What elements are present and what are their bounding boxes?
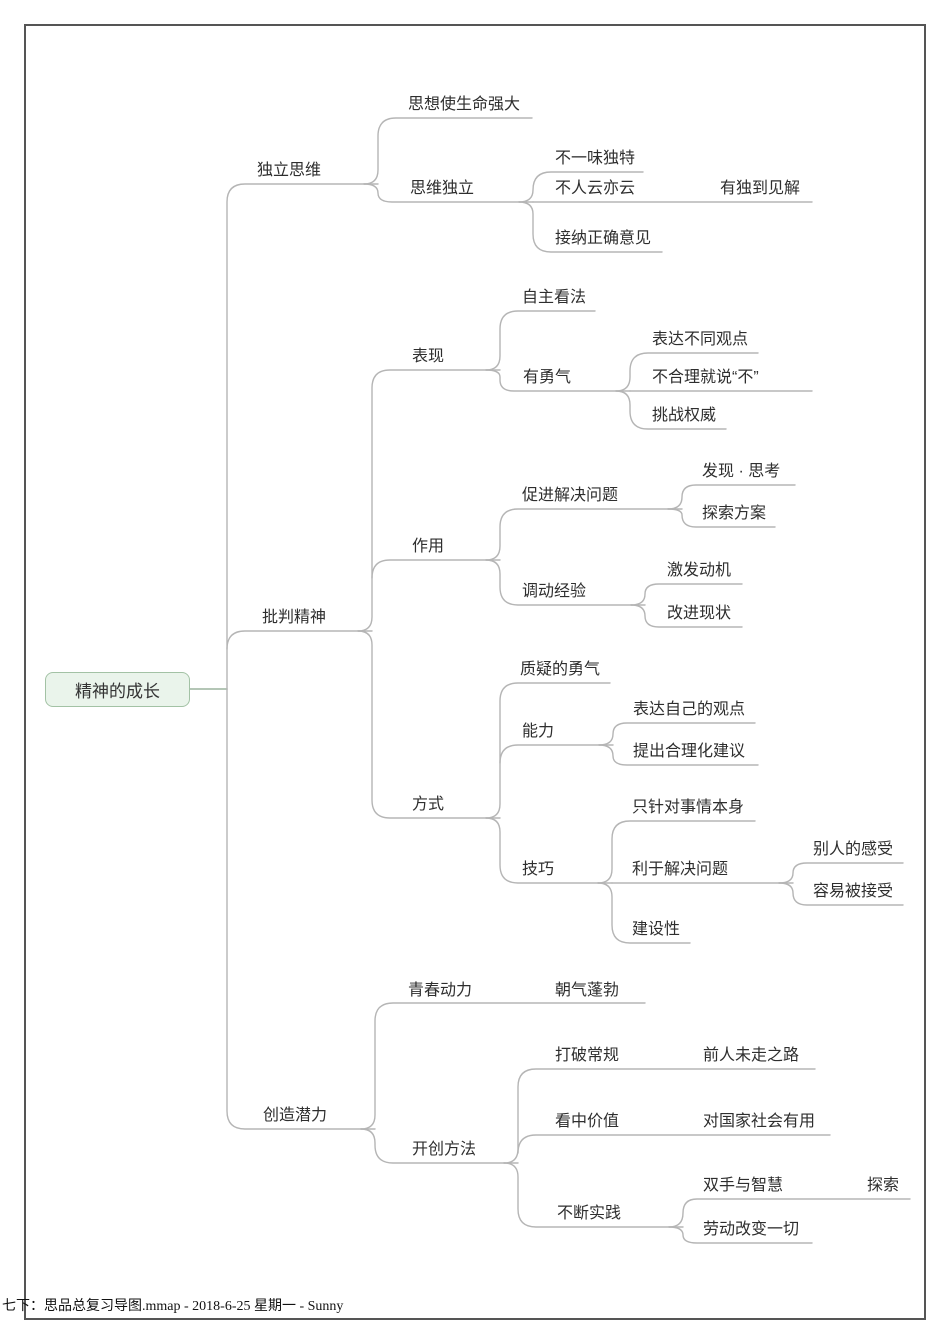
topic-youth-motivation[interactable]: 青春动力 (408, 982, 473, 999)
topic-say-no-to-unreasonable[interactable]: 不合理就说“不” (652, 369, 759, 386)
topic-vigorous[interactable]: 朝气蓬勃 (555, 982, 620, 999)
topic-accept-correct-opinions[interactable]: 接纳正确意见 (555, 230, 652, 247)
root-topic-spiritual-growth[interactable]: 精神的成长 (45, 672, 190, 707)
topic-labor-changes-everything[interactable]: 劳动改变一切 (703, 1221, 800, 1238)
topic-focus-on-matter-itself[interactable]: 只针对事情本身 (632, 799, 745, 816)
topic-express-different-views[interactable]: 表达不同观点 (652, 331, 749, 348)
topic-break-conventions[interactable]: 打破常规 (555, 1047, 620, 1064)
topic-function[interactable]: 作用 (412, 538, 445, 555)
topic-help-solve-problems[interactable]: 利于解决问题 (632, 861, 729, 878)
topic-critical-spirit[interactable]: 批判精神 (262, 609, 327, 626)
topic-own-views[interactable]: 自主看法 (522, 289, 587, 306)
topic-easily-accepted[interactable]: 容易被接受 (813, 883, 894, 900)
topic-untrodden-path[interactable]: 前人未走之路 (703, 1047, 800, 1064)
status-bar-filename: 七下：思品总复习导图.mmap - 2018-6-25 星期一 - Sunny (2, 1299, 344, 1314)
topic-improve-status-quo[interactable]: 改进现状 (667, 605, 732, 622)
topic-courage-to-question[interactable]: 质疑的勇气 (520, 661, 601, 678)
topic-stimulate-motivation[interactable]: 激发动机 (667, 562, 732, 579)
topic-express-own-views[interactable]: 表达自己的观点 (633, 701, 746, 718)
topic-useful-to-country-society[interactable]: 对国家社会有用 (703, 1113, 816, 1130)
topic-pioneering-methods[interactable]: 开创方法 (412, 1141, 477, 1158)
topic-constructive[interactable]: 建设性 (632, 921, 681, 938)
topic-others-feelings[interactable]: 别人的感受 (813, 841, 894, 858)
topic-not-echoing-others[interactable]: 不人云亦云 (555, 180, 636, 197)
topic-not-blindly-unique[interactable]: 不一味独特 (555, 150, 636, 167)
topic-discover-think[interactable]: 发现 · 思考 (702, 463, 781, 480)
topic-original-insight[interactable]: 有独到见解 (720, 180, 801, 197)
topic-challenge-authority[interactable]: 挑战权威 (652, 407, 717, 424)
topic-mobilize-experience[interactable]: 调动经验 (522, 583, 587, 600)
topic-method[interactable]: 方式 (412, 796, 445, 813)
topic-value-oriented[interactable]: 看中价值 (555, 1113, 620, 1130)
topic-thinking-independence[interactable]: 思维独立 (410, 180, 475, 197)
topic-creative-potential[interactable]: 创造潜力 (263, 1107, 328, 1124)
topic-ability[interactable]: 能力 (522, 723, 555, 740)
topic-thought-strengthens-life[interactable]: 思想使生命强大 (408, 96, 521, 113)
topic-have-courage[interactable]: 有勇气 (523, 369, 572, 386)
topic-explore-solutions[interactable]: 探索方案 (702, 505, 767, 522)
topic-independent-thinking[interactable]: 独立思维 (257, 162, 322, 179)
topic-skill[interactable]: 技巧 (522, 861, 555, 878)
topic-explore[interactable]: 探索 (867, 1177, 900, 1194)
topic-manifestation[interactable]: 表现 (412, 348, 445, 365)
topic-promote-problem-solving[interactable]: 促进解决问题 (522, 487, 619, 504)
topic-hands-and-wisdom[interactable]: 双手与智慧 (703, 1177, 784, 1194)
topic-rational-suggestions[interactable]: 提出合理化建议 (633, 743, 746, 760)
topic-continuous-practice[interactable]: 不断实践 (557, 1205, 622, 1222)
